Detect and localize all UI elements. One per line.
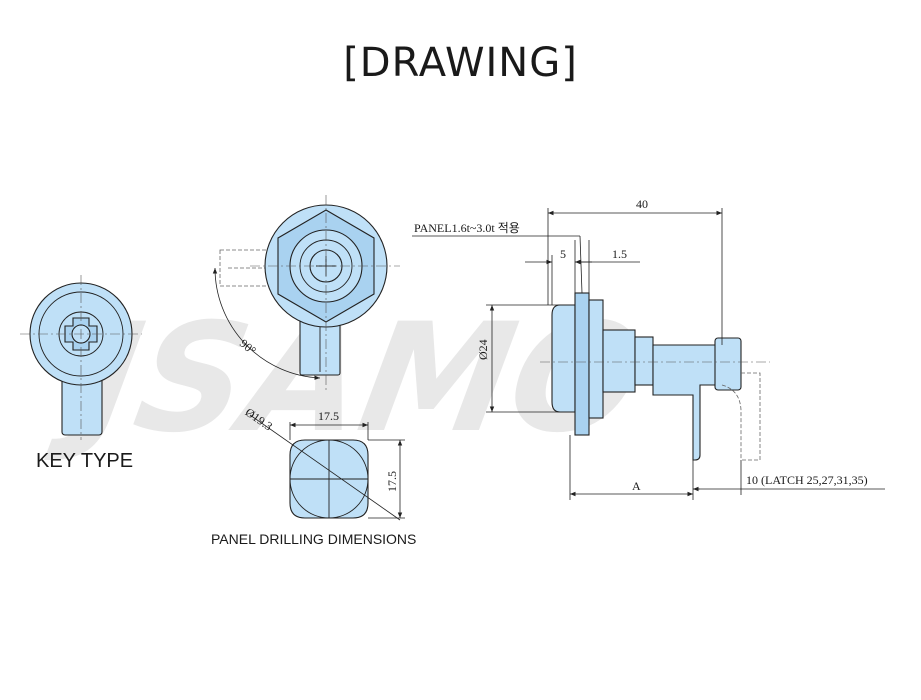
panel-thickness-label: PANEL1.6t~3.0t 적용: [414, 221, 520, 235]
offset-label: 1.5: [612, 247, 627, 261]
flange-width-label: 5: [560, 247, 566, 261]
drill-height-label: 17.5: [385, 471, 399, 492]
drill-width-label: 17.5: [318, 409, 339, 423]
panel-drilling-label: PANEL DRILLING DIMENSIONS: [211, 531, 417, 547]
front-view: 90°: [212, 195, 400, 390]
page-title: [DRAWING]: [343, 40, 578, 86]
key-type-label: KEY TYPE: [36, 450, 134, 472]
latch-note-label: 10 (LATCH 25,27,31,35): [746, 473, 868, 487]
length-a-label: A: [632, 479, 641, 493]
overall-length-label: 40: [636, 197, 648, 211]
body-diameter-label: Ø24: [476, 339, 490, 360]
side-view: 40 PANEL1.6t~3.0t 적용 5 1.5 Ø24 A 10 (LAT…: [412, 197, 885, 500]
key-type-view: [20, 275, 142, 440]
